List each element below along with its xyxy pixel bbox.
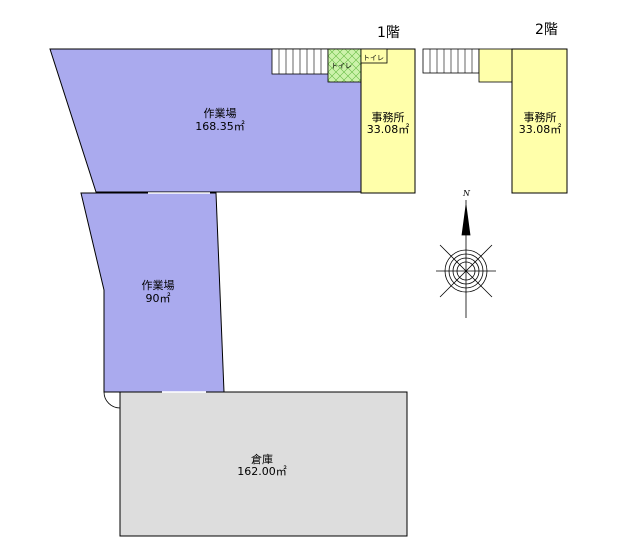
office-2f-name: 事務所 (524, 110, 557, 124)
floor-label-1f: 1階 (377, 25, 400, 41)
office-2f-area (511, 48, 568, 194)
office-1f-area-text: 33.08㎡ (367, 123, 410, 136)
warehouse-area-text: 162.00㎡ (237, 465, 287, 478)
toilet-area-b (360, 48, 388, 64)
floor-label-2f: 2階 (535, 22, 558, 38)
landing-2f (478, 48, 513, 83)
office-1f-name: 事務所 (372, 110, 405, 124)
stairs-1f (271, 48, 329, 75)
door-swing (103, 391, 121, 409)
office-2f-area-text: 33.08㎡ (519, 123, 562, 136)
workshop-top-name: 作業場 (204, 107, 237, 120)
office-1f-area (360, 48, 416, 194)
workshop-mid-area-text: 90㎡ (146, 292, 171, 305)
toilet-label-b: トイレ (363, 54, 384, 62)
workshop-mid-name: 作業場 (142, 279, 175, 292)
toilet-label-a: トイレ (331, 62, 352, 70)
compass-north-label: N (462, 189, 471, 198)
workshop-top-area-text: 168.35㎡ (195, 120, 245, 133)
stairs-2f (422, 48, 480, 74)
warehouse-name: 倉庫 (251, 452, 273, 466)
warehouse-area (119, 391, 408, 537)
compass-icon (436, 200, 496, 318)
